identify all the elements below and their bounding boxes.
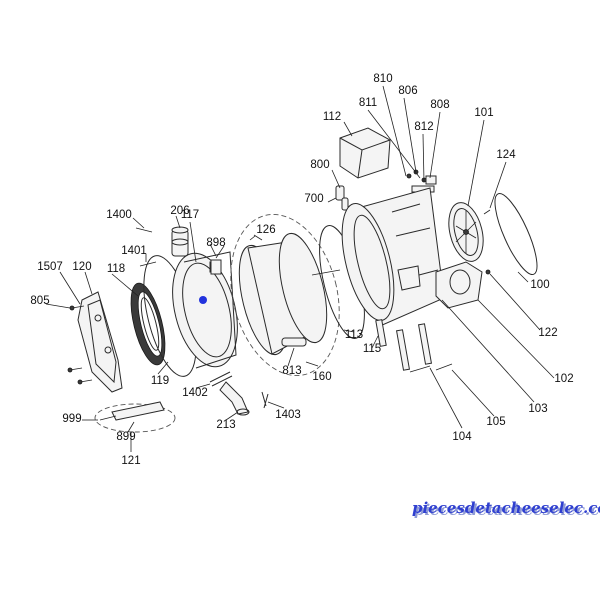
part-label-115: 115 xyxy=(363,343,381,355)
part-label-160: 160 xyxy=(312,371,331,383)
part-label-800: 800 xyxy=(310,159,329,171)
drum-assembly-part xyxy=(230,213,341,377)
part-label-1401: 1401 xyxy=(121,245,147,257)
hose-clip-part xyxy=(261,391,269,409)
part-label-112: 112 xyxy=(323,111,341,123)
front-tub-half-part xyxy=(172,251,238,369)
part-label-808: 808 xyxy=(430,99,449,111)
part-label-1400: 1400 xyxy=(106,209,132,221)
pulley-bolt-part xyxy=(483,209,491,215)
part-label-103: 103 xyxy=(528,403,547,415)
shock-absorber-part xyxy=(375,319,453,373)
heater-element-part xyxy=(94,401,176,433)
drum-pulley-part xyxy=(448,202,484,262)
part-label-113: 113 xyxy=(345,329,363,341)
part-label-119: 119 xyxy=(151,375,169,387)
part-label-206: 206 xyxy=(170,205,189,217)
part-label-121: 121 xyxy=(121,455,140,467)
part-label-105: 105 xyxy=(486,416,505,428)
part-label-999: 999 xyxy=(62,413,81,425)
part-label-812: 812 xyxy=(414,121,433,133)
door-gasket-part xyxy=(130,282,166,366)
part-label-118: 118 xyxy=(107,263,125,275)
part-label-810: 810 xyxy=(373,73,392,85)
watermark-shadow: piecesdetacheeselec.com xyxy=(414,501,600,519)
part-label-102: 102 xyxy=(554,373,573,385)
part-label-213: 213 xyxy=(216,419,235,431)
spring-small-part xyxy=(135,227,157,267)
part-number-labels: 810 806 811 808 812 101 112 124 800 700 1400 206117… xyxy=(30,73,573,467)
part-label-100: 100 xyxy=(530,279,549,291)
part-label-805: 805 xyxy=(30,295,49,307)
part-label-898: 898 xyxy=(206,237,225,249)
pressure-chamber-part xyxy=(171,226,189,257)
part-label-1403: 1403 xyxy=(275,409,301,421)
watermark-text: piecesdetacheeselec.com xyxy=(412,499,600,517)
part-label-124: 124 xyxy=(496,149,516,161)
part-label-1507: 1507 xyxy=(37,261,63,273)
highlight-marker xyxy=(199,296,207,304)
part-label-122: 122 xyxy=(538,327,557,339)
part-label-1402: 1402 xyxy=(182,387,208,399)
part-label-126: 126 xyxy=(256,224,275,236)
part-label-700: 700 xyxy=(304,193,323,205)
part-label-101: 101 xyxy=(474,107,493,119)
part-label-806: 806 xyxy=(398,85,417,97)
sleeve-part xyxy=(210,245,225,275)
part-label-813: 813 xyxy=(282,365,301,377)
sump-hose-part xyxy=(209,371,250,416)
front-bezel-part xyxy=(77,291,123,393)
leader-lines xyxy=(45,85,555,452)
motor-part xyxy=(435,261,491,309)
part-label-117: 117 xyxy=(181,209,199,221)
watermark: piecesdetacheeselec.com piecesdetacheese… xyxy=(412,499,600,519)
part-label-811: 811 xyxy=(359,97,377,109)
part-label-899: 899 xyxy=(116,431,135,443)
fastener-cluster-part xyxy=(406,169,437,193)
part-label-120: 120 xyxy=(72,261,91,273)
part-label-104: 104 xyxy=(452,431,472,443)
counterweight-part xyxy=(339,127,391,179)
drive-belt-part xyxy=(494,193,538,275)
rear-tub-half-part xyxy=(341,187,445,327)
